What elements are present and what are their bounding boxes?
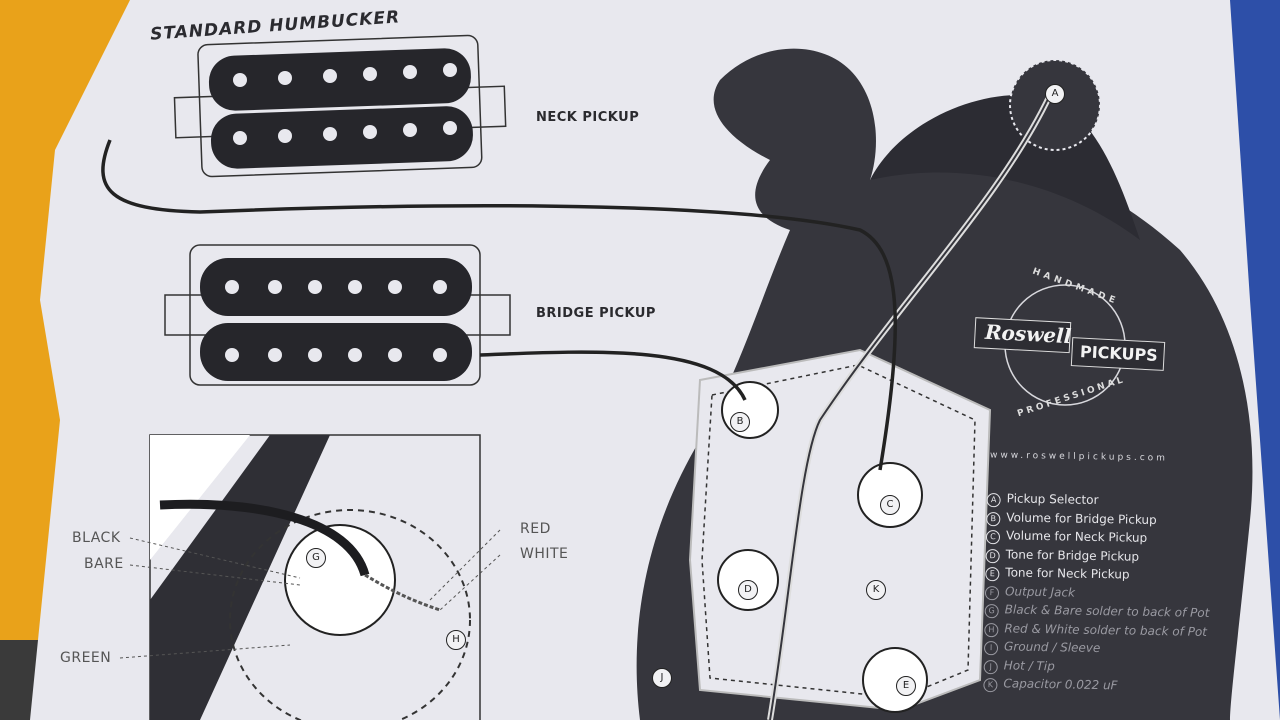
marker-b: B bbox=[730, 412, 750, 432]
marker-a: A bbox=[1045, 84, 1065, 104]
logo-banner-left bbox=[973, 317, 1072, 354]
inset-twisted-wire bbox=[364, 573, 441, 612]
green-wire-label: GREEN bbox=[60, 650, 112, 666]
marker-k: K bbox=[866, 580, 886, 600]
selector-cable-core bbox=[769, 94, 1051, 720]
red-wire-label: RED bbox=[520, 521, 551, 537]
logo-banner-right bbox=[1070, 337, 1166, 371]
marker-g: G bbox=[306, 548, 326, 568]
neck-pickup-lead bbox=[101, 139, 898, 471]
white-wire-label: WHITE bbox=[520, 546, 569, 562]
marker-c: C bbox=[880, 495, 900, 515]
neck-pickup-label: NECK PICKUP bbox=[536, 110, 640, 125]
neck-pickup bbox=[173, 34, 507, 178]
pots bbox=[717, 381, 928, 713]
inset-shade bbox=[150, 435, 250, 560]
selector-cavity bbox=[1009, 59, 1101, 151]
pole-pieces bbox=[225, 63, 457, 362]
bridge-pickup bbox=[164, 244, 511, 386]
control-cavity bbox=[688, 348, 992, 712]
inset-black-wire bbox=[159, 499, 370, 577]
bridge-pickup-lead bbox=[479, 350, 747, 401]
cavity-outline bbox=[701, 364, 976, 699]
logo-pickups: PICKUPS bbox=[1079, 341, 1159, 366]
inset-cavity bbox=[229, 509, 471, 720]
marker-h: H bbox=[446, 630, 466, 650]
marker-d: D bbox=[738, 580, 758, 600]
bridge-pickup-label: BRIDGE PICKUP bbox=[536, 306, 656, 321]
bare-wire-label: BARE bbox=[84, 556, 124, 572]
marker-e: E bbox=[896, 676, 916, 696]
logo-brand: Roswell bbox=[984, 319, 1072, 349]
leader-lines bbox=[119, 529, 501, 659]
marker-j: J bbox=[652, 668, 672, 688]
black-wire-label: BLACK bbox=[72, 530, 121, 546]
